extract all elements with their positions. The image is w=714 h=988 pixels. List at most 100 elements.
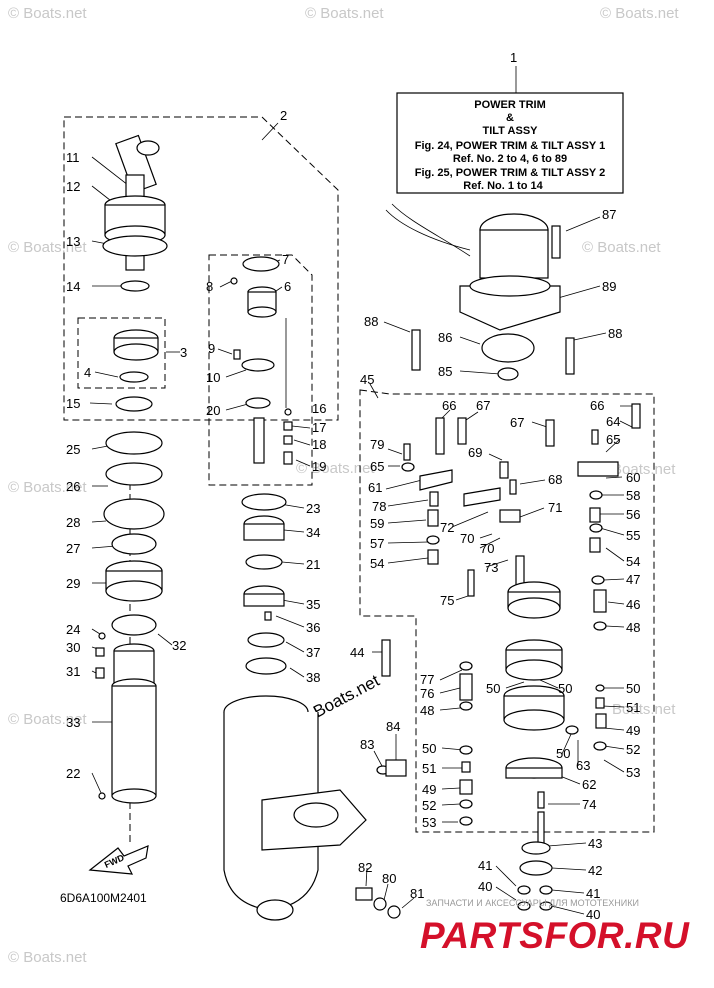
callout-22: 22 <box>66 766 80 781</box>
callout-1: 1 <box>510 50 517 65</box>
callout-41: 41 <box>478 858 492 873</box>
callout-34: 34 <box>306 525 320 540</box>
callout-42: 42 <box>588 863 602 878</box>
callout-35: 35 <box>306 597 320 612</box>
title-line: TILT ASSY <box>483 125 539 137</box>
callout-65: 65 <box>370 459 384 474</box>
callout-31: 31 <box>66 664 80 679</box>
callout-45: 45 <box>360 372 374 387</box>
callout-41: 41 <box>586 886 600 901</box>
callout-55: 55 <box>626 528 640 543</box>
diagram-code: 6D6A100M2401 <box>60 891 147 905</box>
callout-73: 73 <box>484 560 498 575</box>
parts <box>88 134 641 921</box>
callout-labels: 1 2 11 12 13 14 3 4 15 25 26 28 27 29 24… <box>66 50 640 922</box>
callout-50: 50 <box>486 681 500 696</box>
callout-65: 65 <box>606 432 620 447</box>
callout-71: 71 <box>548 500 562 515</box>
callout-82: 82 <box>358 860 372 875</box>
callout-4: 4 <box>84 365 91 380</box>
callout-49: 49 <box>626 723 640 738</box>
watermark: © Boats.net <box>8 239 87 256</box>
callout-44: 44 <box>350 645 364 660</box>
watermark: Boats.net <box>612 461 676 478</box>
callout-53: 53 <box>626 765 640 780</box>
callout-66: 66 <box>590 398 604 413</box>
callout-33: 33 <box>66 715 80 730</box>
title-line: Fig. 24, POWER TRIM & TILT ASSY 1 <box>415 140 605 152</box>
callout-72: 72 <box>440 520 454 535</box>
title-line: POWER TRIM <box>474 99 546 111</box>
callout-13: 13 <box>66 234 80 249</box>
callout-24: 24 <box>66 622 80 637</box>
watermark: © Boats.net <box>8 949 87 966</box>
callout-64: 64 <box>606 414 620 429</box>
callout-43: 43 <box>588 836 602 851</box>
callout-16: 16 <box>312 401 326 416</box>
callout-58: 58 <box>626 488 640 503</box>
callout-7: 7 <box>282 252 289 267</box>
watermark: © Boats.net <box>600 5 679 22</box>
callout-11: 11 <box>66 150 80 165</box>
watermark: © Boats.net <box>8 479 87 496</box>
callout-36: 36 <box>306 620 320 635</box>
callout-52: 52 <box>626 742 640 757</box>
callout-77: 77 <box>420 672 434 687</box>
callout-30: 30 <box>66 640 80 655</box>
callout-89: 89 <box>602 279 616 294</box>
callout-19: 19 <box>312 459 326 474</box>
callout-83: 83 <box>360 737 374 752</box>
callout-63: 63 <box>576 758 590 773</box>
callout-70: 70 <box>480 541 494 556</box>
callout-10: 10 <box>206 370 220 385</box>
callout-14: 14 <box>66 279 80 294</box>
callout-74: 74 <box>582 797 596 812</box>
callout-21: 21 <box>306 557 320 572</box>
callout-80: 80 <box>382 871 396 886</box>
callout-40: 40 <box>586 907 600 922</box>
brand-tagline: ЗАПЧАСТИ И АКСЕССУАРЫ ДЛЯ МОТОТЕХНИКИ <box>426 898 639 908</box>
callout-61: 61 <box>368 480 382 495</box>
callout-86: 86 <box>438 330 452 345</box>
title-line: Ref. No. 2 to 4, 6 to 89 <box>453 153 567 165</box>
callout-50: 50 <box>422 741 436 756</box>
callout-76: 76 <box>420 686 434 701</box>
callout-9: 9 <box>208 341 215 356</box>
callout-48: 48 <box>420 703 434 718</box>
callout-57: 57 <box>370 536 384 551</box>
callout-50: 50 <box>626 681 640 696</box>
callout-2: 2 <box>280 108 287 123</box>
brand-overlay: ЗАПЧАСТИ И АКСЕССУАРЫ ДЛЯ МОТОТЕХНИКИ PA… <box>420 898 690 956</box>
callout-15: 15 <box>66 396 80 411</box>
callout-40: 40 <box>478 879 492 894</box>
title-box: POWER TRIM & TILT ASSY Fig. 24, POWER TR… <box>396 66 624 194</box>
callout-52: 52 <box>422 798 436 813</box>
callout-54: 54 <box>626 554 640 569</box>
callout-51: 51 <box>422 761 436 776</box>
callout-50: 50 <box>558 681 572 696</box>
callout-37: 37 <box>306 645 320 660</box>
callout-25: 25 <box>66 442 80 457</box>
callout-53: 53 <box>422 815 436 830</box>
watermark: © Boats.net <box>8 5 87 22</box>
callout-78: 78 <box>372 499 386 514</box>
callout-67: 67 <box>510 415 524 430</box>
callout-66: 66 <box>442 398 456 413</box>
watermark: Boats.net <box>612 701 676 718</box>
callout-62: 62 <box>582 777 596 792</box>
callout-87: 87 <box>602 207 616 222</box>
callout-38: 38 <box>306 670 320 685</box>
callout-49: 49 <box>422 782 436 797</box>
watermark: © Boats.net <box>305 5 384 22</box>
callout-17: 17 <box>312 420 326 435</box>
callout-26: 26 <box>66 479 80 494</box>
callout-79: 79 <box>370 437 384 452</box>
callout-6: 6 <box>284 279 291 294</box>
callout-23: 23 <box>306 501 320 516</box>
callout-3: 3 <box>180 345 187 360</box>
callout-69: 69 <box>468 445 482 460</box>
watermark: © Boats.net <box>8 711 87 728</box>
brand-logo: PARTSFOR.RU <box>420 915 690 956</box>
callout-70: 70 <box>460 531 474 546</box>
watermark: © Boats.net <box>582 239 661 256</box>
